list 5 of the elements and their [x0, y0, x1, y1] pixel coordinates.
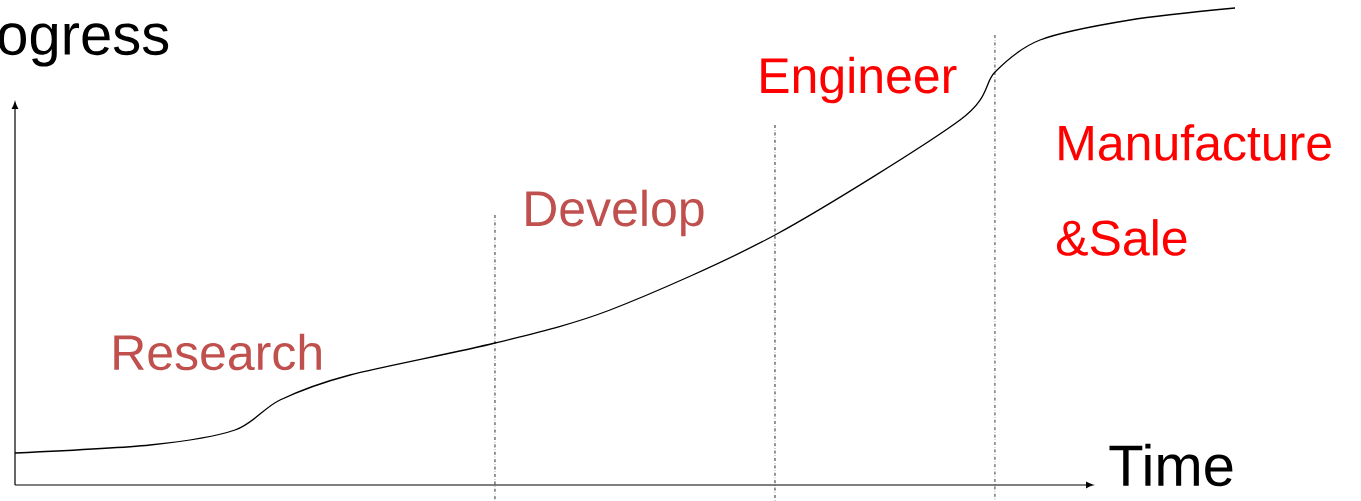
phase-label: Manufacture &Sale — [1056, 124, 1331, 256]
phase-label: Engineer — [761, 56, 957, 104]
phase-label: Research — [114, 333, 321, 371]
phase-label: Develop — [526, 189, 704, 237]
axis-label: Time — [1109, 443, 1233, 487]
